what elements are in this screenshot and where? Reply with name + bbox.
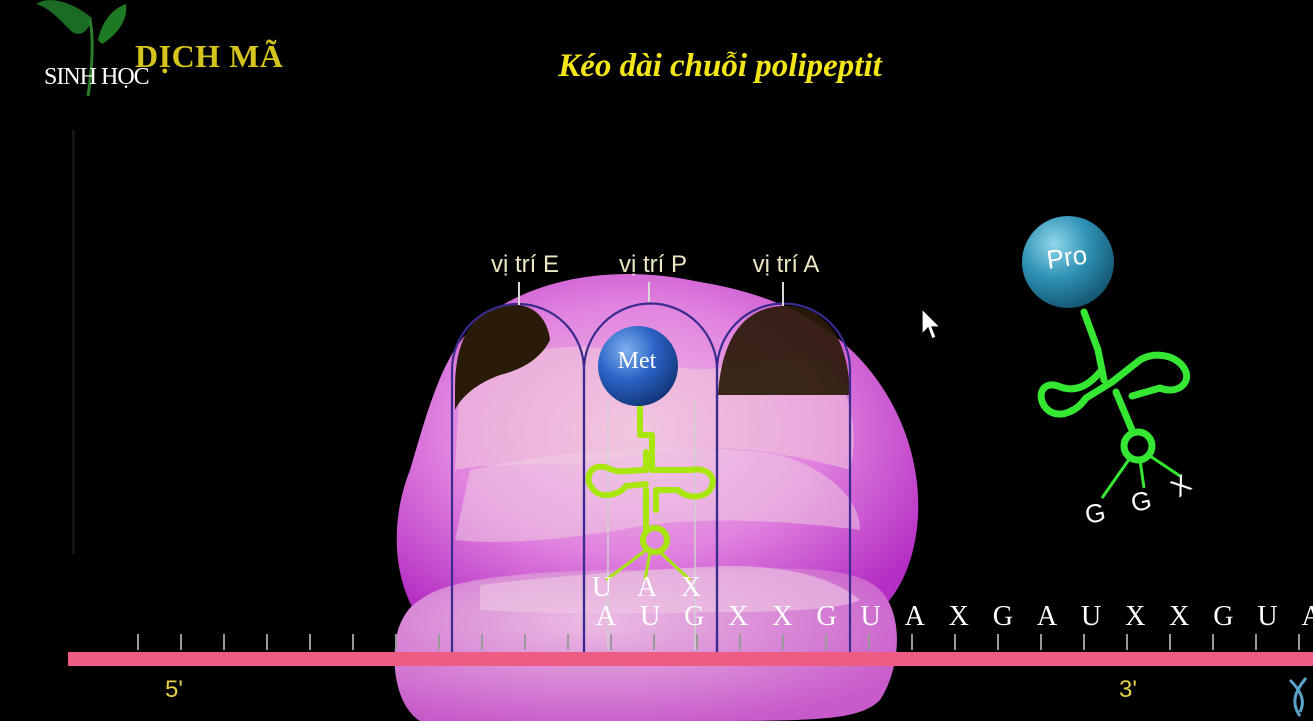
site-label-leaders	[518, 282, 784, 306]
mouse-cursor-icon	[921, 308, 942, 340]
trna-pro	[1037, 308, 1191, 464]
mrna-nucleotide: U	[860, 601, 880, 632]
mrna-nucleotide: U	[640, 601, 660, 632]
logo-text: SINH HỌC	[44, 64, 150, 90]
anticodon-letter: A	[637, 572, 658, 603]
site-label-p: vị trí P	[619, 251, 687, 278]
mrna-nucleotide: G	[816, 601, 836, 632]
mrna-nucleotide: X	[1169, 601, 1189, 632]
anticodon-letter: G	[1128, 484, 1154, 518]
dna-corner-icon	[1288, 677, 1308, 717]
anticodon-letter: G	[1082, 496, 1108, 530]
met-label: Met	[618, 348, 657, 374]
mrna-nucleotide: A	[596, 601, 617, 632]
anticodon-met: U A X	[592, 572, 701, 603]
mrna-strand	[68, 652, 1313, 666]
mrna-nucleotide-ticks	[137, 634, 1300, 650]
left-panel-edge	[0, 130, 75, 554]
site-divider-lines	[607, 400, 696, 650]
trna-pro-legs	[1100, 454, 1181, 499]
mrna-nucleotide: A	[1037, 601, 1058, 632]
site-label-e: vị trí E	[491, 251, 559, 278]
site-label-a: vị trí A	[753, 251, 820, 278]
mrna-nucleotide: A	[905, 601, 926, 632]
pro-label: Pro	[1045, 239, 1089, 274]
mrna-nucleotide: A	[1301, 601, 1313, 632]
mrna-nucleotide: X	[728, 601, 748, 632]
five-prime-label: 5'	[165, 676, 183, 703]
mrna-nucleotide: X	[772, 601, 792, 632]
anticodon-letter: X	[1165, 468, 1196, 503]
mrna-nucleotide: X	[949, 601, 969, 632]
trna-met	[585, 389, 716, 555]
trna-met-legs	[605, 548, 692, 582]
leaf-logo-icon	[36, 0, 127, 97]
mrna-nucleotide: U	[1257, 601, 1277, 632]
mrna-nucleotide: G	[1213, 601, 1233, 632]
page-title: Kéo dài chuỗi polipeptit	[558, 48, 882, 84]
three-prime-label: 3'	[1119, 676, 1137, 703]
anticodon-letter: X	[681, 572, 701, 603]
mrna-nucleotide: G	[684, 601, 704, 632]
anticodon-letter: U	[592, 572, 612, 603]
brand-title: DỊCH MÃ	[135, 38, 284, 74]
met-amino-acid	[598, 326, 678, 406]
mrna-nucleotide: X	[1125, 601, 1145, 632]
pro-amino-acid	[1022, 216, 1114, 308]
anticodon-pro: G G X	[1082, 468, 1196, 530]
mrna-nucleotide: U	[1081, 601, 1101, 632]
mrna-nucleotide: G	[993, 601, 1013, 632]
